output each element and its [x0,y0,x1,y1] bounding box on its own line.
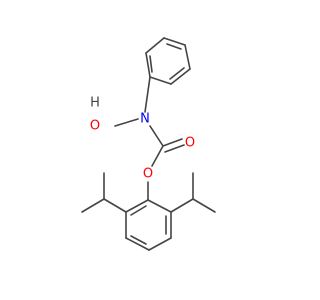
phenyl-ring [145,37,191,85]
bond [163,37,186,46]
diisopropylphenyl-ring [125,199,172,251]
bond [144,76,151,113]
isopropyl-left [81,172,127,213]
bond [145,37,165,54]
bond [125,237,150,251]
bond [151,145,164,167]
bond [114,118,139,127]
bond [192,198,216,213]
molecule-canvas: H O N O O [81,37,216,251]
double-bond [130,205,147,216]
bond [184,44,191,70]
bond [170,198,194,213]
carbamate-core [114,76,185,201]
bond [148,237,172,251]
double-bond [169,67,185,80]
carbonyl-oxygen-label: O [185,136,195,151]
double-bond [130,235,147,245]
nitrogen-label: N [140,112,150,127]
bond [170,68,191,85]
bond [125,199,149,213]
bond [149,76,172,85]
bond [147,199,172,213]
molecule-structure: H O N O O [81,37,216,251]
hydroxyl-hydrogen-label: H [90,96,100,111]
double-bond [162,138,183,147]
double-bond [166,43,182,50]
isopropyl-right [170,172,216,213]
double-bond [149,55,153,73]
ester-oxygen-label: O [143,167,153,182]
bond [103,198,127,213]
hydroxyl-oxygen-label: O [90,119,100,134]
bond [145,52,151,78]
bond [149,125,164,147]
double-bond [164,144,185,153]
bond [81,198,105,213]
